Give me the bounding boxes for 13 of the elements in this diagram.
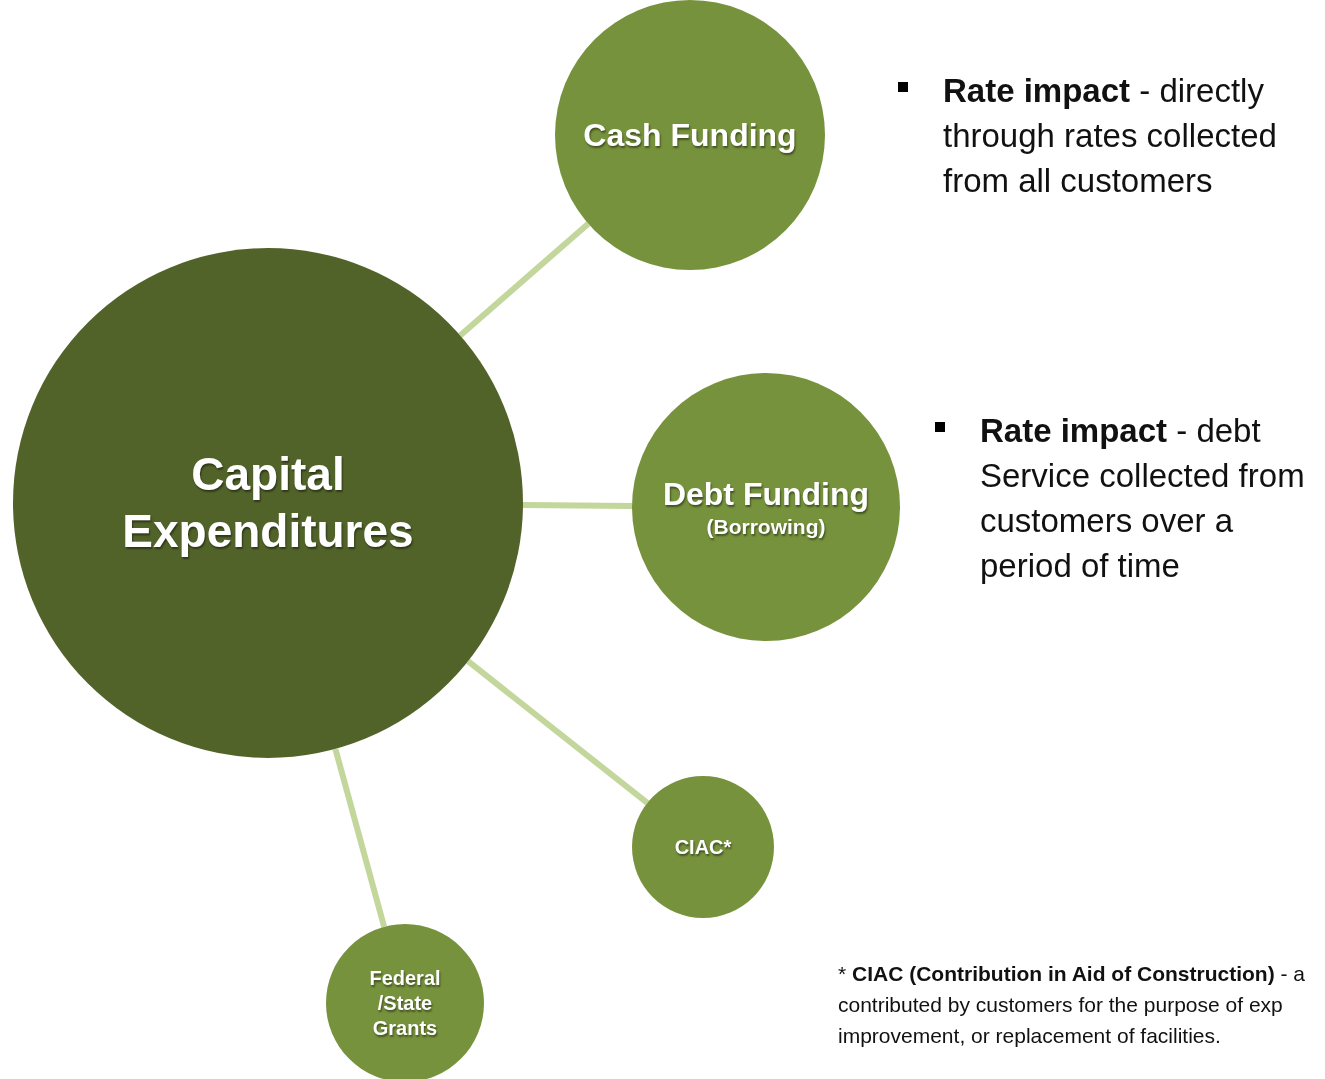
node-label: CIAC*	[674, 834, 732, 860]
node-label: (Borrowing)	[706, 513, 826, 540]
node-label: Capital Expenditures	[121, 446, 415, 559]
node-label: Federal /State Grants	[368, 965, 442, 1041]
bullet-text: Rate impact - debt Service collected from customers over a period of time	[935, 408, 1325, 588]
node-label: Cash Funding	[583, 116, 797, 155]
node-label: Debt Funding	[662, 474, 870, 514]
footnote: *CIAC (Contribution in Aid of Construction) - a contributed by customers for the purpose of exp improvement, or replacement of facilities.	[838, 961, 1306, 1049]
connector-line	[522, 502, 633, 509]
bullet-text: Rate impact - directly through rates collected from all customers	[898, 68, 1318, 203]
connector-line	[458, 221, 591, 338]
connector-line	[332, 748, 387, 928]
connector-line	[466, 658, 650, 806]
